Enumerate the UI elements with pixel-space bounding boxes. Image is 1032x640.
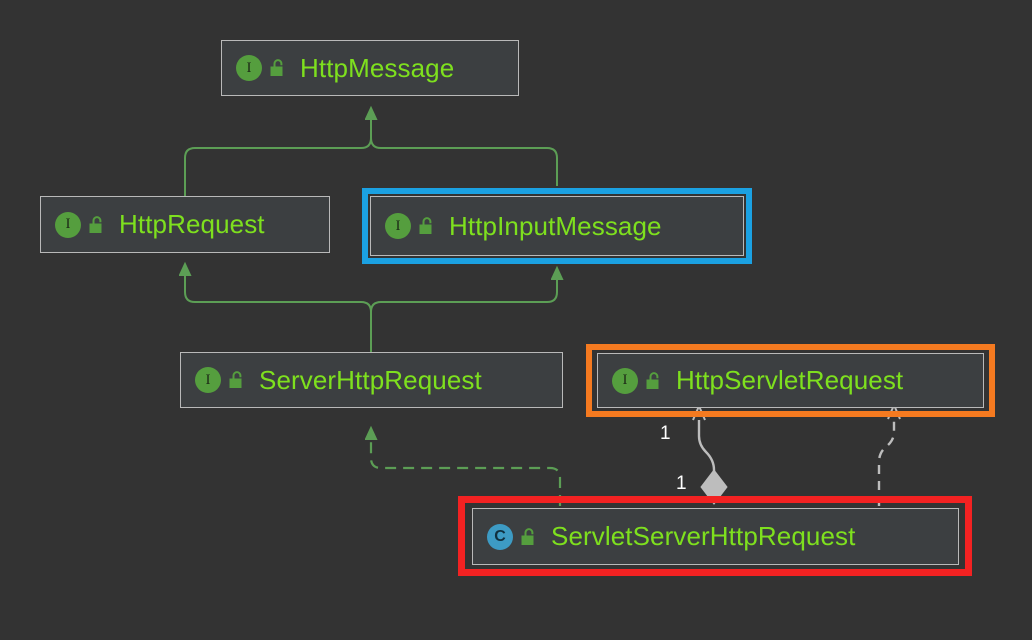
edge-http-request-to-http-message [184,118,371,196]
interface-icon: I [612,367,638,394]
node-server-http-request[interactable]: I ServerHttpRequest [180,352,563,408]
node-icons-http-message: I [236,55,286,81]
node-label-http-input-message: HttpInputMessage [449,210,662,241]
node-label-servlet-server-http-request: ServletServerHttpRequest [551,521,856,551]
node-icons-server-http-request: I [195,367,245,393]
edge-server-http-request-to-http-input-message [370,278,557,352]
edge-servlet-server-http-request-to-http-servlet-request [877,402,901,506]
aggregation-diamond [700,469,728,505]
highlight-frame-http-input-message [362,188,752,264]
node-http-servlet-request[interactable]: I HttpServletRequest [597,353,984,408]
node-icons-http-servlet-request: I [612,367,662,394]
edge-http-input-message-to-http-message [370,118,558,186]
interface-icon: I [195,367,221,393]
node-icons-servlet-server-http-request: C [487,523,537,550]
highlight-frame-http-servlet-request [586,344,995,417]
highlight-frame-servlet-server-http-request [458,496,972,576]
node-label-http-message: HttpMessage [300,52,455,83]
class-icon: C [487,523,513,550]
node-http-message[interactable]: I HttpMessage [221,40,519,96]
node-label-http-servlet-request: HttpServletRequest [676,365,904,395]
edge-servlet-server-http-request-aggregation [692,403,728,505]
node-label-http-request: HttpRequest [119,209,265,239]
unlocked-padlock-icon [419,217,432,234]
node-icons-http-request: I [55,211,105,238]
unlocked-padlock-icon [89,215,102,233]
node-servlet-server-http-request[interactable]: C ServletServerHttpRequest [472,508,959,565]
edge-servlet-server-http-request-to-server-http-request [371,438,562,506]
multiplicity-label-source: 1 [676,473,687,494]
edge-server-http-request-to-http-request [185,274,372,352]
unlocked-padlock-icon [270,59,283,76]
node-http-input-message[interactable]: I HttpInputMessage [370,196,744,256]
interface-icon: I [55,211,81,238]
unlocked-padlock-icon [646,371,659,389]
unlocked-padlock-icon [229,371,242,388]
node-icons-http-input-message: I [385,213,435,239]
interface-icon: I [385,213,411,239]
multiplicity-label-target: 1 [660,423,671,444]
node-http-request[interactable]: I HttpRequest [40,196,330,253]
node-label-server-http-request: ServerHttpRequest [259,364,482,395]
unlocked-padlock-icon [521,527,534,545]
interface-icon: I [236,55,262,81]
